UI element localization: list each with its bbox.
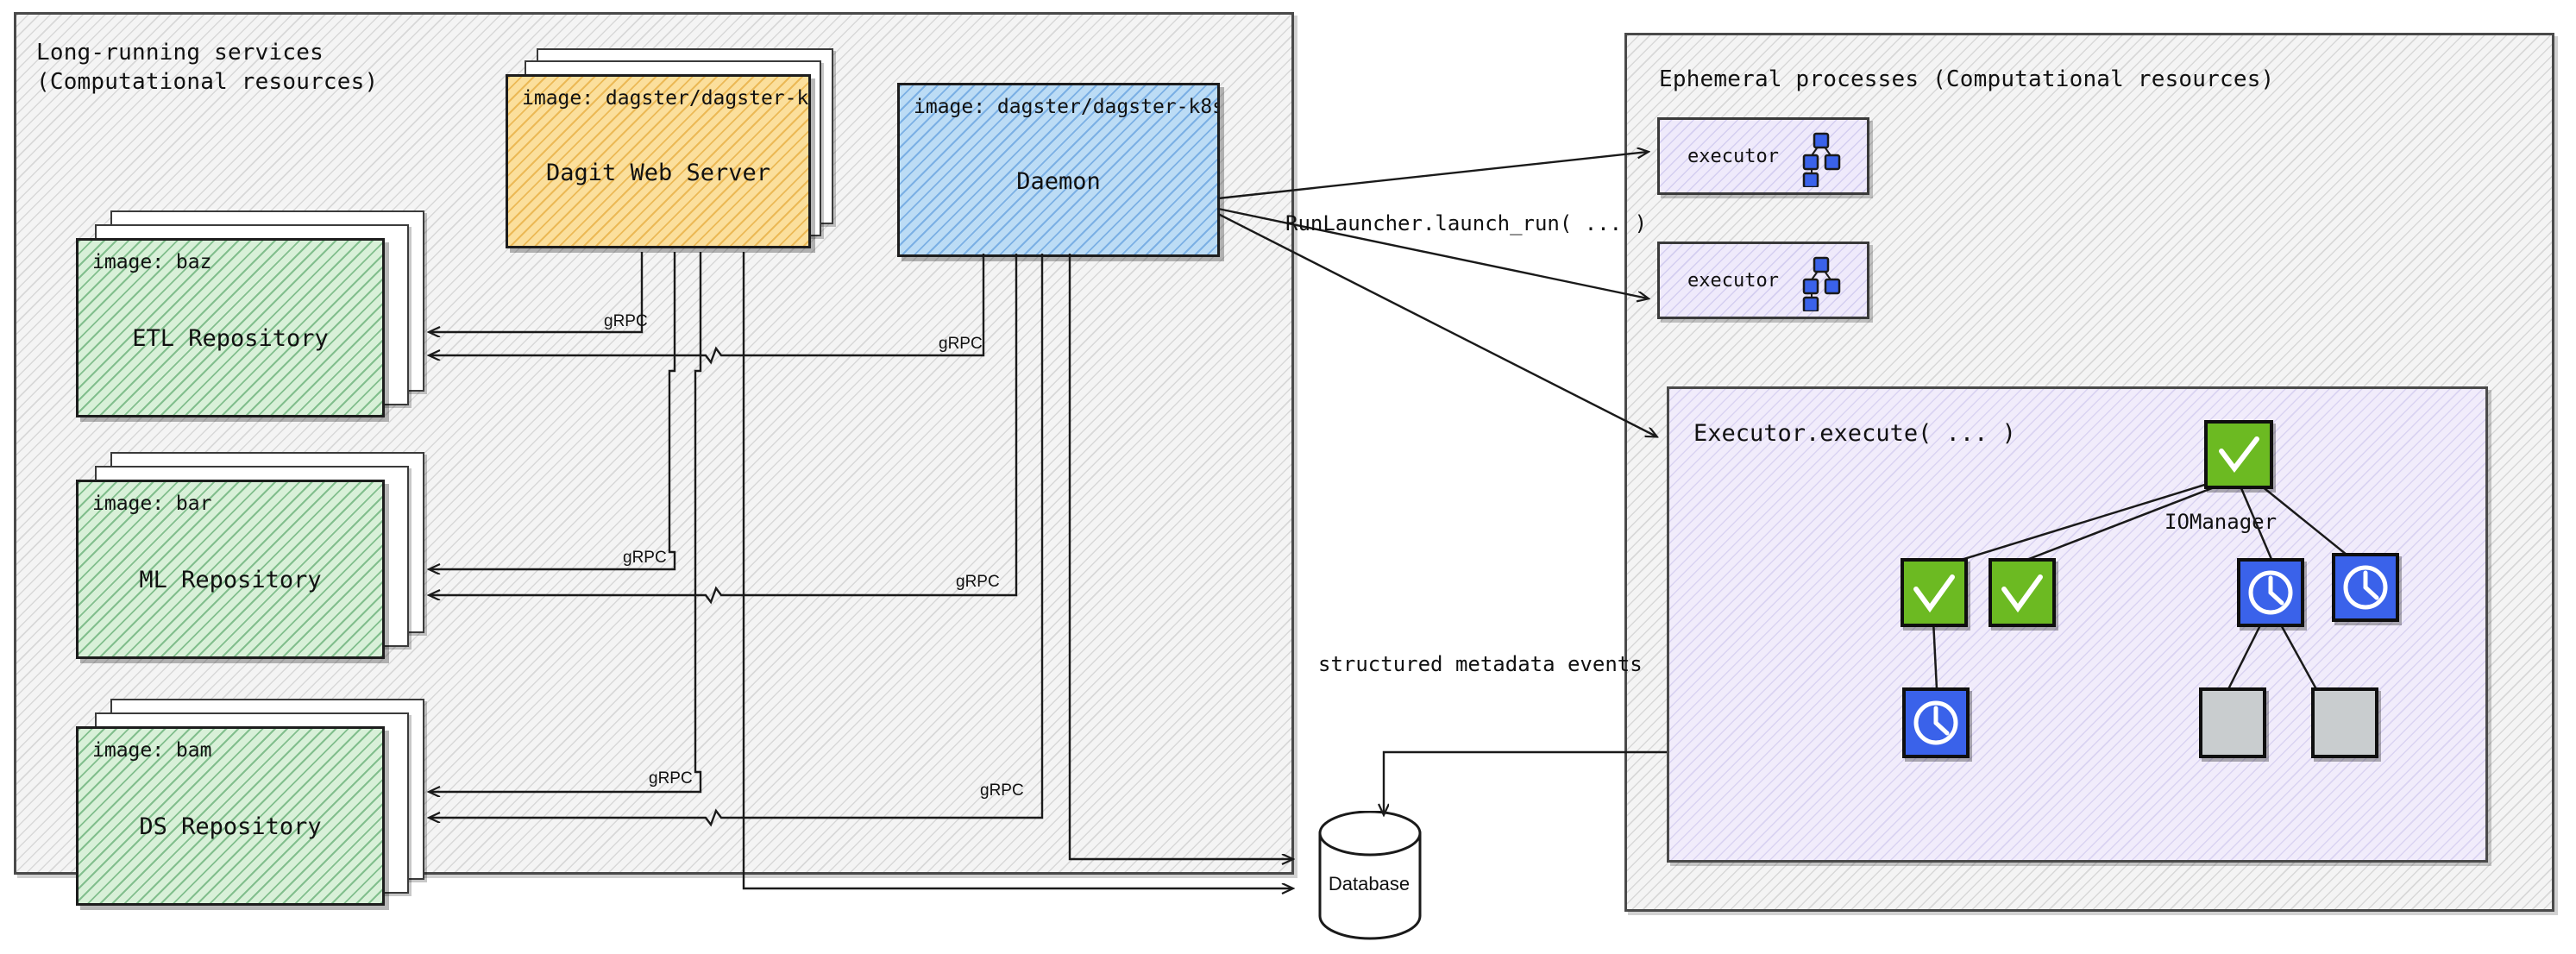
executor-execute-title: Executor.execute( ... ) [1693,420,2016,447]
executor-box-2[interactable]: executor [1657,242,1869,319]
card-hatch-texture [900,85,1217,254]
repo-image-label: image: bar [92,493,212,515]
card-front[interactable]: image: dagster/dagster-k8s Dagit Web Ser… [506,74,811,248]
check-icon [1913,574,1955,613]
executor-box-1[interactable]: executor [1657,117,1869,195]
executor-execute-panel: Executor.execute( ... ) IOManager [1667,386,2488,863]
dag-icon [1802,256,1841,311]
dag-icon [1802,132,1841,187]
grpc-label-dagit-ml: gRPC [623,549,667,567]
daemon-card[interactable]: image: dagster/dagster-k8s Daemon [897,83,1225,257]
clock-icon [2248,570,2293,615]
card-hatch-texture [79,482,382,656]
card-hatch-texture [508,77,808,246]
left-panel-title: Long-running services (Computational res… [36,40,379,95]
executor-label: executor [1687,270,1779,292]
dag-node-d[interactable] [2332,553,2399,622]
dag-node-b[interactable] [1989,558,2056,627]
grpc-label-dagit-etl: gRPC [604,312,648,330]
repo-image-label: image: bam [92,739,212,762]
grpc-label-daemon-etl: gRPC [939,335,983,353]
dag-node-a[interactable] [1901,558,1968,627]
daemon-image-label: image: dagster/dagster-k8s [914,96,1220,118]
dag-node-g[interactable] [2311,687,2378,758]
check-icon [2219,436,2259,473]
grpc-label-daemon-ds: gRPC [980,781,1024,800]
dag-node-e[interactable] [1902,687,1970,758]
card-front[interactable]: image: bam DS Repository [76,726,385,906]
check-icon [2001,574,2043,613]
grpc-label-daemon-ml: gRPC [956,573,1000,591]
database-cylinder[interactable] [1301,811,1439,940]
card-front[interactable]: image: baz ETL Repository [76,238,385,417]
dagit-name-label: Dagit Web Server [545,160,771,186]
run-launcher-label: RunLauncher.launch_run( ... ) [1285,211,1648,235]
grpc-label-dagit-ds: gRPC [649,769,693,788]
card-front[interactable]: image: dagster/dagster-k8s Daemon [897,83,1220,257]
clock-icon [2343,565,2388,610]
daemon-name-label: Daemon [1016,168,1101,195]
right-panel-title: Ephemeral processes (Computational resou… [1659,66,2275,92]
database-label: Database [1328,873,1411,894]
repo-name-label: ML Repository [139,567,322,593]
dag-node-f[interactable] [2199,687,2266,758]
dagit-image-label: image: dagster/dagster-k8s [522,87,811,110]
dag-node-root[interactable] [2204,420,2273,489]
card-hatch-texture [79,241,382,415]
panel-hatch-texture [1669,389,2485,860]
repo-image-label: image: baz [92,251,212,273]
executor-label: executor [1687,146,1779,167]
metadata-events-label: structured metadata events [1318,652,1643,676]
repository-card-etl[interactable]: image: baz ETL Repository [76,210,424,426]
repo-name-label: DS Repository [139,813,322,840]
dagit-web-server-card[interactable]: image: dagster/dagster-k8s Dagit Web Ser… [506,48,833,255]
repo-name-label: ETL Repository [132,325,329,352]
clock-icon [1913,700,1958,745]
dag-node-c[interactable] [2237,558,2304,627]
repository-card-ml[interactable]: image: bar ML Repository [76,452,424,668]
iomanager-label: IOManager [2164,510,2278,534]
card-front[interactable]: image: bar ML Repository [76,480,385,659]
repository-card-ds[interactable]: image: bam DS Repository [76,699,424,914]
card-hatch-texture [79,729,382,903]
